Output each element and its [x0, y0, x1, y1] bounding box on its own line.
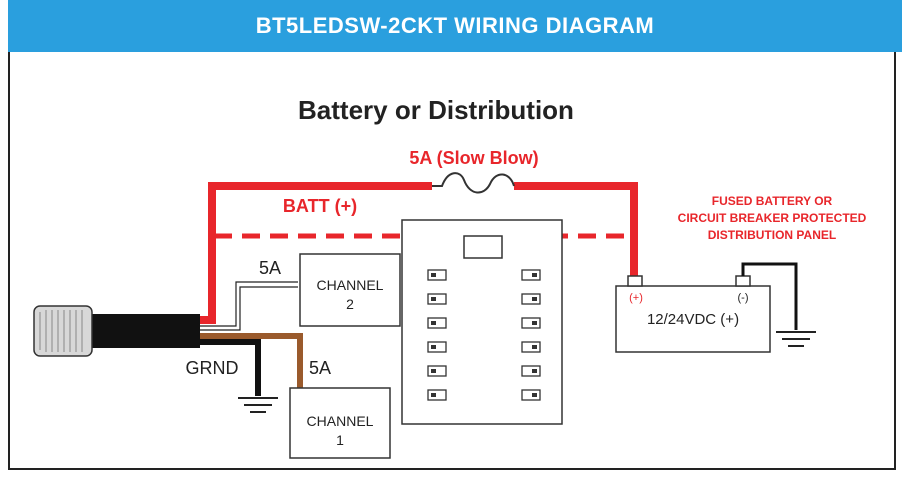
batt-wire-solid — [200, 182, 432, 324]
diagram-title: Battery or Distribution — [298, 95, 574, 125]
channel1-label: CHANNEL — [307, 413, 374, 429]
panel-switch-toggle-left-2 — [431, 297, 436, 301]
channel1-rect — [289, 387, 391, 459]
batt-wire-solid-right — [514, 182, 638, 276]
panel-label-line3: DISTRIBUTION PANEL — [708, 228, 836, 242]
panel-switch-left-1 — [427, 269, 447, 281]
diagram-header: BT5LEDSW-2CKT WIRING DIAGRAM — [8, 0, 902, 52]
panel-switch-left-4 — [427, 341, 447, 353]
battery-negative-label: (-) — [738, 292, 749, 304]
channel2-box: CHANNEL 2 — [299, 253, 401, 327]
panel-display — [463, 235, 503, 259]
battery-terminal-positive — [627, 275, 643, 287]
panel-switch-left-5 — [427, 365, 447, 377]
panel-switch-left-6 — [427, 389, 447, 401]
distribution-panel — [401, 219, 563, 425]
battery-body — [615, 285, 771, 353]
channel2-fuse-label: 5A — [259, 258, 281, 278]
panel-switch-toggle-right-3 — [532, 321, 537, 325]
batt-label: BATT (+) — [283, 196, 357, 216]
panel-switch-left-2 — [427, 293, 447, 305]
panel-switch-toggle-left-6 — [431, 393, 436, 397]
ground-label: GRND — [186, 358, 239, 378]
ground-wire — [200, 339, 261, 396]
panel-switch-right-2 — [521, 293, 541, 305]
battery-voltage-label: 12/24VDC (+) — [647, 311, 739, 328]
panel-switch-toggle-left-1 — [431, 273, 436, 277]
header-title: BT5LEDSW-2CKT WIRING DIAGRAM — [255, 13, 655, 38]
battery: (+) (-) 12/24VDC (+) — [615, 275, 771, 353]
panel-switch-left-3 — [427, 317, 447, 329]
battery-terminal-negative — [735, 275, 751, 287]
channel1-number: 1 — [336, 432, 344, 448]
channel1-box: CHANNEL 1 — [289, 387, 391, 459]
panel-switch-toggle-right-4 — [532, 345, 537, 349]
panel-switch-toggle-left-4 — [431, 345, 436, 349]
panel-switch-toggle-right-2 — [532, 297, 537, 301]
panel-switch-toggle-right-5 — [532, 369, 537, 373]
panel-switch-toggle-left-3 — [431, 321, 436, 325]
channel1-wire — [200, 333, 303, 388]
panel-label: FUSED BATTERY OR CIRCUIT BREAKER PROTECT… — [678, 194, 867, 242]
panel-label-line1: FUSED BATTERY OR — [712, 194, 833, 208]
panel-switch-right-3 — [521, 317, 541, 329]
ground-symbol-left-icon — [238, 397, 278, 413]
channel2-wire-a — [200, 281, 298, 327]
panel-switch-toggle-right-1 — [532, 273, 537, 277]
channel2-number: 2 — [346, 296, 354, 312]
fuse-label: 5A (Slow Blow) — [409, 148, 538, 168]
channel2-rect — [299, 253, 401, 327]
channel2-wire-b — [200, 286, 298, 331]
panel-switch-toggle-left-5 — [431, 369, 436, 373]
channel1-fuse-label: 5A — [309, 358, 331, 378]
panel-switch-right-6 — [521, 389, 541, 401]
ground-symbol-right-icon — [776, 331, 816, 347]
panel-switch-toggle-right-6 — [532, 393, 537, 397]
panel-label-line2: CIRCUIT BREAKER PROTECTED — [678, 211, 867, 225]
cable-sheath — [88, 314, 200, 348]
battery-positive-label: (+) — [629, 292, 643, 304]
channel2-label: CHANNEL — [317, 277, 384, 293]
panel-switch-right-1 — [521, 269, 541, 281]
led-switch-icon — [33, 305, 93, 357]
fuse-icon — [432, 172, 515, 194]
diagram-frame — [8, 52, 896, 470]
panel-switch-right-4 — [521, 341, 541, 353]
panel-switch-right-5 — [521, 365, 541, 377]
panel-switches — [427, 269, 541, 401]
battery-ground-wire — [741, 262, 798, 330]
